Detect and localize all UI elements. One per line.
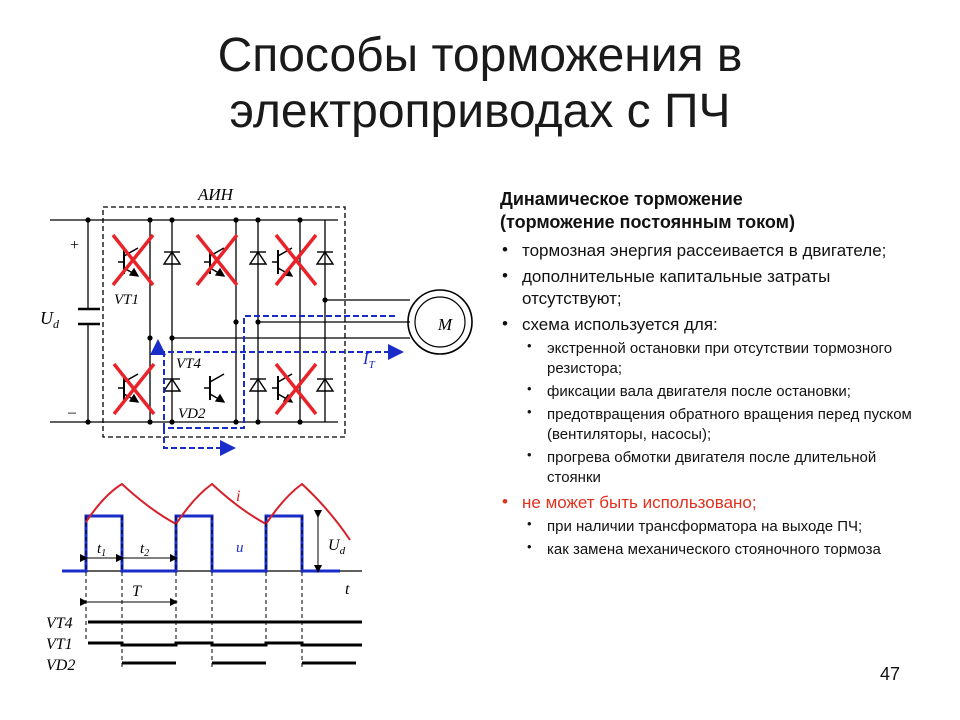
sub-bullet-item: фиксации вала двигателя после остановки; — [500, 379, 920, 402]
wave-u-label: u — [236, 540, 244, 556]
motor-label: M — [437, 315, 453, 334]
disabled-switch-crosses — [111, 233, 318, 416]
braking-current-path — [150, 315, 404, 456]
sub-bullet-item: экстренной остановки при отсутствии торм… — [500, 336, 920, 379]
cross-icon — [195, 233, 239, 287]
wave-period-label: T — [132, 583, 142, 600]
bullet-item-warning: не может быть использовано; — [500, 491, 920, 514]
row-vt4-label: VT4 — [46, 615, 73, 632]
bullet-item: схема используется для: — [500, 313, 920, 336]
bullet-item: тормозная энергия рассеивается в двигате… — [500, 239, 920, 262]
sub-bullet-item: прогрева обмотки двигателя после длитель… — [500, 445, 920, 488]
current-i — [85, 482, 351, 541]
wave-ud-label: Ud — [328, 537, 346, 557]
waveform-diagram — [62, 482, 362, 668]
cross-icon — [274, 233, 318, 287]
cross-icon — [111, 233, 155, 287]
ud-label: Ud — [40, 308, 60, 331]
section-heading: Динамическое торможение (торможение пост… — [500, 189, 795, 232]
inverter-circuit — [50, 206, 473, 438]
plus-label: + — [70, 237, 79, 254]
wave-t-label: t — [345, 581, 350, 598]
row-vd2-label: VD2 — [46, 657, 75, 674]
cross-icon — [274, 362, 318, 416]
motor-outer-circle — [407, 289, 473, 355]
wave-i-label: i — [236, 488, 240, 505]
minus-label: – — [67, 404, 77, 421]
bullet-text-block: Динамическое торможение (торможение пост… — [500, 188, 920, 560]
sub-bullet-item: как замена механического стояночного тор… — [500, 537, 920, 560]
page-number: 47 — [880, 664, 901, 684]
vd2-label: VD2 — [178, 406, 206, 422]
wave-t2-label: t2 — [140, 541, 149, 559]
transistor-leg2-bottom — [203, 373, 225, 403]
slide-title: Способы торможения в электроприводах с П… — [0, 28, 960, 140]
wave-t1-label: t1 — [97, 541, 106, 559]
vt4-label: VT4 — [176, 356, 202, 372]
title-line-2: электроприводах с ПЧ — [229, 85, 731, 138]
vt1-label: VT1 — [114, 292, 139, 308]
sub-bullet-item: при наличии трансформатора на выходе ПЧ; — [500, 514, 920, 537]
sub-bullet-item: предотвращения обратного вращения перед … — [500, 402, 920, 445]
title-line-1: Способы торможения в — [217, 29, 743, 82]
row-vt1-label: VT1 — [46, 636, 73, 653]
row-vt1-line — [88, 641, 362, 647]
bullet-item: дополнительные капитальные затраты отсут… — [500, 265, 920, 310]
inverter-label: АИН — [197, 185, 235, 204]
motor-inner-circle — [414, 296, 466, 348]
cross-icon — [112, 362, 156, 416]
current-label: IT — [362, 349, 376, 371]
pulse-u — [62, 514, 340, 573]
